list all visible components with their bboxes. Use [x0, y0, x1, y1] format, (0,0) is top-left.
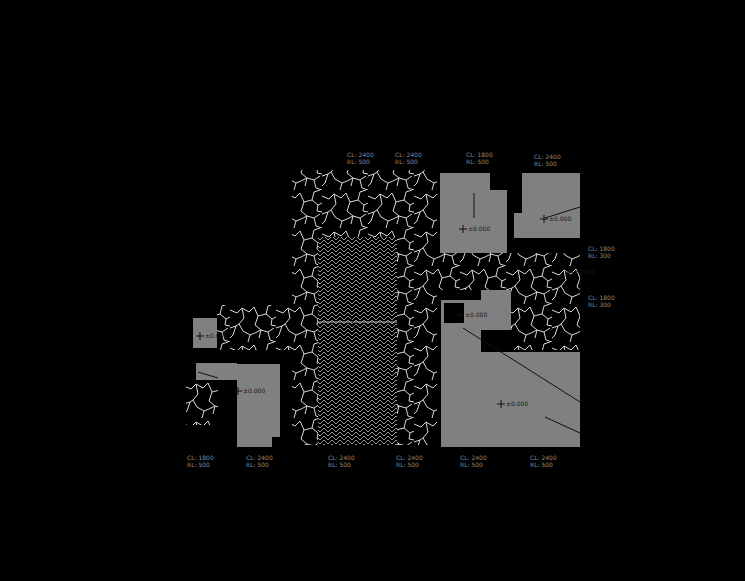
ceiling-level-label: CL: 2400 — [534, 153, 561, 160]
elevation-label: ±0.000 — [468, 225, 490, 232]
ceiling-level-label: RL: 500 — [246, 461, 269, 468]
ceiling-level-label: CL: 2400 — [395, 151, 422, 158]
ceiling-level-label: CL: 1800 — [187, 454, 214, 461]
ceiling-level-label: RL: 500 — [460, 461, 483, 468]
ceiling-level-label: CL: 2400 — [460, 454, 487, 461]
ceiling-level-label: CL: 2400 — [328, 454, 355, 461]
ceiling-level-label: CL: 2400 — [396, 454, 423, 461]
ceiling-level-label: CL: 2400 — [530, 454, 557, 461]
ceiling-level-label: RL: 500 — [396, 461, 419, 468]
ceiling-level-label: RL: 500 — [187, 461, 210, 468]
elevation-label: ±0.000 — [574, 268, 596, 275]
ceiling-level-label: RL: 500 — [530, 461, 553, 468]
ceiling-level-label: RL: 500 — [328, 461, 351, 468]
ceiling-level-label: CL: 2400 — [246, 454, 273, 461]
ceiling-level-label: RL: 500 — [395, 158, 418, 165]
ceiling-level-label: RL: 500 — [466, 158, 489, 165]
ceiling-level-label: CL: 1800 — [588, 245, 615, 252]
ceiling-level-label: CL: 1800 — [588, 294, 615, 301]
ceiling-level-label: RL: 300 — [588, 252, 611, 259]
ceiling-level-label: CL: 2400 — [347, 151, 374, 158]
elevation-label: ±0.000 — [465, 311, 487, 318]
ceiling-level-label: RL: 500 — [534, 160, 557, 167]
ceiling-level-label: CL: 1800 — [466, 151, 493, 158]
elevation-label: ±0.000 — [243, 387, 265, 394]
elevation-label: ±0.000 — [506, 400, 528, 407]
elevation-label: ±0.000 — [205, 332, 227, 339]
ceiling-level-label: RL: 300 — [588, 301, 611, 308]
ceiling-level-label: RL: 500 — [347, 158, 370, 165]
elevation-label: ±0.000 — [549, 215, 571, 222]
